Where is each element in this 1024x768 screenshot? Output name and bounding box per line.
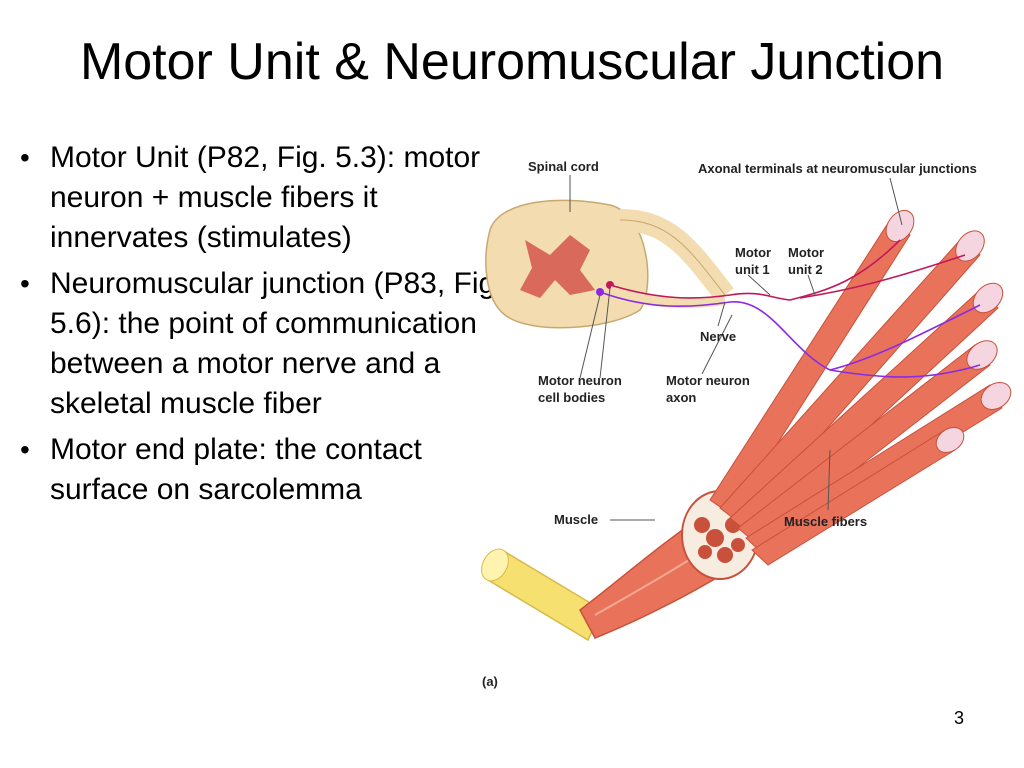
bullet-item: • Motor end plate: the contact surface on… <box>18 430 518 510</box>
motor-unit-figure: Spinal cord Axonal terminals at neuromus… <box>470 140 1024 700</box>
bullet-dot: • <box>20 268 30 299</box>
bullet-item: • Neuromuscular junction (P83, Fig. 5.6):… <box>18 264 518 424</box>
label-panel: (a) <box>482 674 498 689</box>
bullet-text: Motor Unit (P82, Fig. 5.3): motor neuron… <box>50 141 481 254</box>
slide-title: Motor Unit & Neuromuscular Junction <box>79 33 945 91</box>
label-muscle: Muscle <box>554 512 599 527</box>
leader-lines <box>569 175 903 521</box>
label-axonal-terminals: Axonal terminals at neuromuscular juncti… <box>698 161 977 176</box>
nerve <box>599 239 981 378</box>
bullet-item: • Motor Unit (P82, Fig. 5.3): motor neuro… <box>18 138 518 258</box>
page-number: 3 <box>953 708 964 728</box>
tendon <box>481 548 603 642</box>
muscle-fibers <box>709 209 1012 566</box>
label-spinal-cord: Spinal cord <box>528 159 599 174</box>
bullet-text: Neuromuscular junction (P83, Fig. 5.6): … <box>50 267 504 420</box>
motor-unit-illustration <box>481 175 1012 642</box>
label-nerve: Nerve <box>700 329 737 344</box>
muscle-belly <box>579 490 759 639</box>
spinal-cord <box>485 199 734 329</box>
label-muscle-fibers: Muscle fibers <box>784 514 868 529</box>
bullet-dot: • <box>20 142 30 173</box>
bullet-list: • Motor Unit (P82, Fig. 5.3): motor neuro… <box>18 138 518 516</box>
bullet-dot: • <box>20 434 30 465</box>
bullet-text: Motor end plate: the contact surface on … <box>50 433 422 506</box>
